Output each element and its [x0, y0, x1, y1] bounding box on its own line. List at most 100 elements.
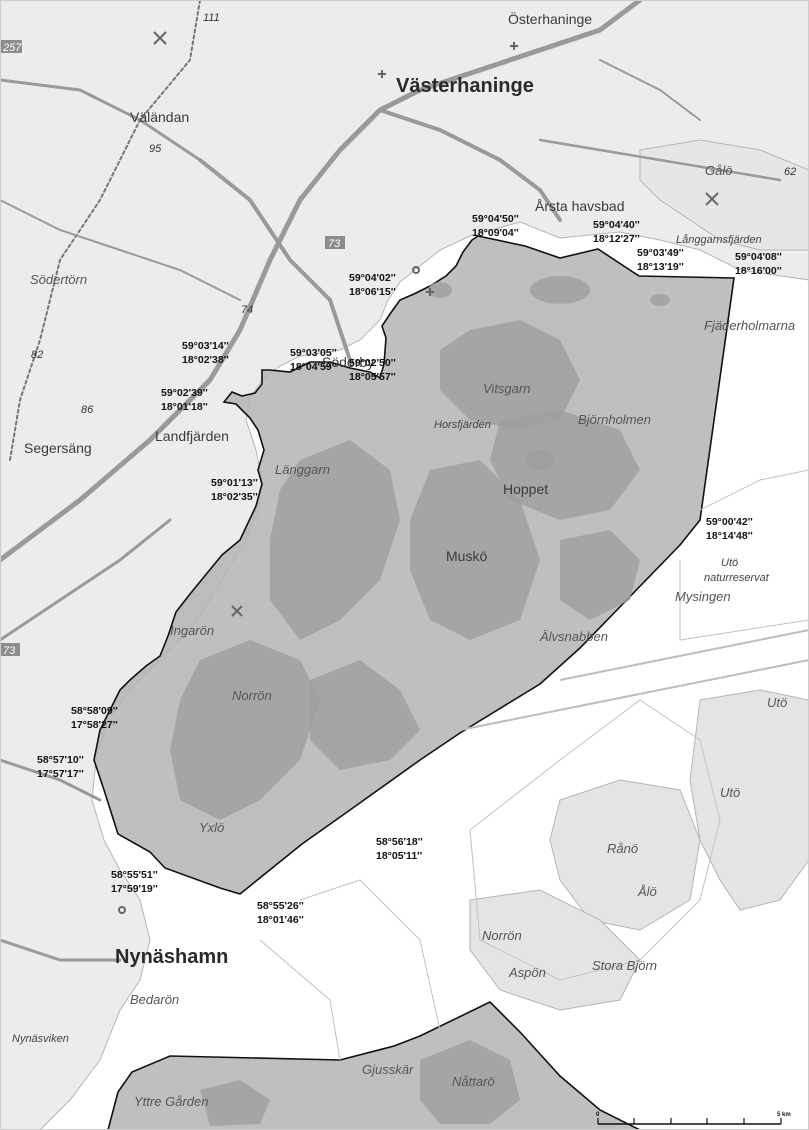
scale-start-label: 0: [596, 1112, 600, 1118]
coordinate-label: 58°58'09'' 17°58'27'': [71, 705, 118, 731]
place-label-alo: Ålö: [637, 884, 657, 899]
coordinate-lat: 59°03'49'': [637, 247, 684, 259]
restricted-area-south-islands: [200, 1040, 520, 1126]
coordinate-label: 59°02'39'' 18°01'18'': [161, 387, 208, 413]
coordinate-lon: 18°06'15'': [349, 286, 396, 298]
place-label-uto-east: Utö: [767, 695, 787, 710]
place-label-segersang: Segersäng: [24, 440, 92, 456]
coordinate-lat: 58°57'10'': [37, 754, 84, 766]
coordinate-lat: 59°04'08'': [735, 251, 782, 263]
place-label-osterhaninge: Österhaninge: [508, 10, 592, 27]
coordinate-lon: 17°59'19'': [111, 883, 158, 895]
coordinate-lat: 59°03'14'': [182, 340, 229, 352]
nature-reserve-boundaries: [259, 469, 809, 1061]
galo-island: [639, 139, 809, 251]
place-label-langgarn: Länggarn: [275, 462, 330, 477]
place-label-sodertorn: Södertörn: [30, 272, 87, 287]
road-number-73-south: 73: [3, 645, 16, 657]
road-number-73: 73: [328, 238, 341, 250]
road-number-111: 111: [203, 12, 220, 24]
coordinate-lat: 59°02'39'': [161, 387, 208, 399]
place-label-nynashamn: Nynäshamn: [115, 946, 228, 968]
coordinate-label: 58°56'18'' 18°05'11'': [376, 836, 423, 862]
road-number-95: 95: [149, 143, 162, 155]
coordinate-lat: 59°01'13'': [211, 477, 258, 489]
church-icon: [412, 266, 420, 274]
place-label-uto-reserve: Utö: [721, 557, 738, 569]
road-shield-257: [0, 40, 22, 53]
place-label-vasterhaninge: Västerhaninge: [396, 75, 534, 97]
airfield-icon: [378, 70, 386, 78]
island-rano: [549, 779, 701, 931]
place-label-bedaron: Bedarön: [130, 992, 179, 1007]
coordinate-lat: 59°04'40'': [593, 219, 640, 231]
place-label-hoppet: Hoppet: [503, 481, 548, 497]
place-label-gjusskar: Gjusskär: [362, 1062, 414, 1077]
road-number-74: 74: [241, 304, 253, 316]
road-number-82: 82: [31, 349, 43, 361]
place-label-musko: Muskö: [446, 548, 487, 564]
place-label-langgarnsfjarden: Långgarnsfjärden: [676, 234, 762, 246]
coordinate-label: 58°57'10''17°57'17'': [37, 754, 84, 780]
place-label-valandan: Väländan: [130, 109, 189, 125]
road-shield-73: [325, 236, 345, 249]
place-label-rano: Rånö: [607, 841, 638, 856]
coordinate-label: 58°55'26'' 18°01'46'': [257, 900, 304, 926]
coordinate-lat: 58°55'51'': [111, 869, 158, 881]
coordinate-labels: 59°04'50''18°09'04'' 59°04'40'' 18°12'27'…: [37, 213, 782, 926]
scale-end-label: 5 km: [777, 1112, 791, 1118]
coordinate-lat: 58°56'18'': [376, 836, 423, 848]
coordinate-lat: 58°58'09'': [71, 705, 118, 717]
place-label-ingaron: Ingarön: [170, 623, 214, 638]
coordinate-label: 59°04'40'' 18°12'27'': [593, 219, 640, 245]
coordinate-lat: 58°55'26'': [257, 900, 304, 912]
coordinate-lon: 18°01'18'': [161, 401, 208, 413]
coordinate-lon: 18°02'38'': [182, 354, 229, 366]
coordinate-lat: 59°04'50'': [472, 213, 519, 225]
place-label-nattaro: Nåttarö: [452, 1074, 495, 1089]
place-label-soderby: Söderby: [322, 354, 374, 370]
map-symbols: [118, 31, 719, 914]
fairway-lines: [459, 629, 809, 731]
scale-bar: 0 5 km: [596, 1112, 791, 1125]
airfield-icon: [426, 288, 434, 296]
place-label-fjaderholmarna: Fjäderholmarna: [704, 318, 795, 333]
restricted-area-islands: [170, 276, 670, 820]
road-number-257: 257: [2, 42, 22, 54]
island-stora-bjorn: [469, 889, 641, 1011]
coordinate-lon: 18°05'11'': [376, 850, 422, 862]
place-label-norron-south: Norrön: [482, 928, 522, 943]
place-label-horsfjarden: Horsfjärden: [434, 419, 491, 431]
coordinate-label: 59°04'50''18°09'04'': [472, 213, 519, 239]
coordinate-lon: 18°16'00'': [735, 265, 782, 277]
road-number-62: 62: [784, 166, 796, 178]
airfield-icon: [510, 42, 518, 50]
coordinate-lat: 59°02'50'': [349, 357, 396, 369]
crossing-icon: [153, 31, 167, 45]
place-label-stora-bjorn: Stora Björn: [592, 958, 657, 973]
roads: [0, 0, 782, 962]
coordinate-lat: 59°03'05'': [290, 347, 337, 359]
coordinate-label: 59°03'49''18°13'19'': [637, 247, 684, 273]
coordinate-lon: 18°12'27'': [593, 233, 640, 245]
coordinate-lon: 18°02'35'': [211, 491, 258, 503]
coordinate-lon: 17°58'27'': [71, 719, 118, 731]
coordinate-label: 59°04'02''18°06'15'': [349, 272, 396, 298]
coordinate-label: 59°00'42''18°14'48'': [706, 516, 753, 542]
place-label-norron: Norrön: [232, 688, 272, 703]
crossing-icon: [231, 605, 243, 617]
coordinate-label: 59°03'05''18°04'59'': [290, 347, 337, 373]
place-label-bjornholmen: Björnholmen: [578, 412, 651, 427]
crossing-icon: [705, 192, 719, 206]
coordinate-label: 59°04'08'' 18°16'00'': [735, 251, 782, 277]
place-label-galo: Gålö: [705, 163, 732, 178]
coordinate-lon: 18°05'57'': [349, 371, 396, 383]
road-number-labels: 257 111 95 62 73 74 82 86 73: [0, 12, 796, 657]
coordinate-lon: 18°01'46'': [257, 914, 304, 926]
coordinate-label: 59°01'13'' 18°02'35'': [211, 477, 258, 503]
place-label-nynasviken: Nynäsviken: [12, 1033, 69, 1045]
island-uto: [689, 689, 809, 911]
